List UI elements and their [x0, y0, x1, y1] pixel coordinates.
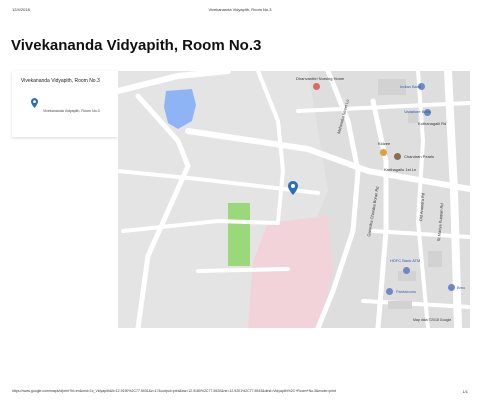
label-hdfc: HDFC Bank ATM	[390, 258, 421, 263]
info-panel-title: Vivekananda Vidyapith, Room No.3	[21, 78, 100, 84]
location-pin-icon	[31, 98, 38, 108]
shopping-icon[interactable]	[394, 153, 401, 160]
water-body	[164, 89, 196, 129]
label-bmo: Bmo	[457, 285, 466, 290]
campus-area	[248, 216, 333, 328]
label-vadallore: Vadallore Bank	[404, 109, 431, 114]
bank-icon[interactable]	[424, 109, 431, 116]
label-indian-bank: Indian Bank	[400, 84, 422, 89]
info-panel-location[interactable]: Vivekananda Vidyapith, Room No.3	[43, 109, 100, 113]
hospital-icon[interactable]	[313, 83, 320, 90]
park-area	[228, 203, 250, 266]
page-title: Vivekananda Vidyapith, Room No.3	[11, 37, 262, 54]
print-page-number: 1/1	[462, 389, 468, 394]
label-pantaloons: Pantaloons	[396, 289, 417, 294]
label-kothanagalli: Kothanagalli Rd	[418, 121, 447, 126]
shopping-icon[interactable]	[386, 288, 393, 295]
print-date: 12/4/2018	[12, 7, 30, 12]
bank-icon[interactable]	[448, 284, 455, 291]
label-karthagallu: Karthagallu 1st Ln	[384, 167, 417, 172]
label-dhanvanthri: Dhanvanthri Nursing Home	[296, 76, 345, 81]
label-kidzee: Kidzee	[378, 141, 391, 146]
map-info-panel: Vivekananda Vidyapith, Room No.3 Vivekan…	[12, 71, 118, 137]
bank-icon[interactable]	[418, 83, 425, 90]
school-icon[interactable]	[380, 149, 387, 156]
bank-icon[interactable]	[403, 267, 410, 274]
map-attribution: Map data ©2018 Google	[413, 318, 452, 322]
location-marker	[288, 181, 298, 195]
print-header-title: Vivekananda Vidyapith, Room No.3	[208, 7, 272, 12]
map-view[interactable]: Dhanvanthri Nursing Home Indian Bank Vad…	[118, 71, 470, 328]
map-canvas	[118, 71, 470, 328]
print-footer-url: https://www.google.com/maps/d/print?hl=e…	[12, 389, 336, 393]
label-chandran: Chandran Pearls	[404, 154, 435, 159]
